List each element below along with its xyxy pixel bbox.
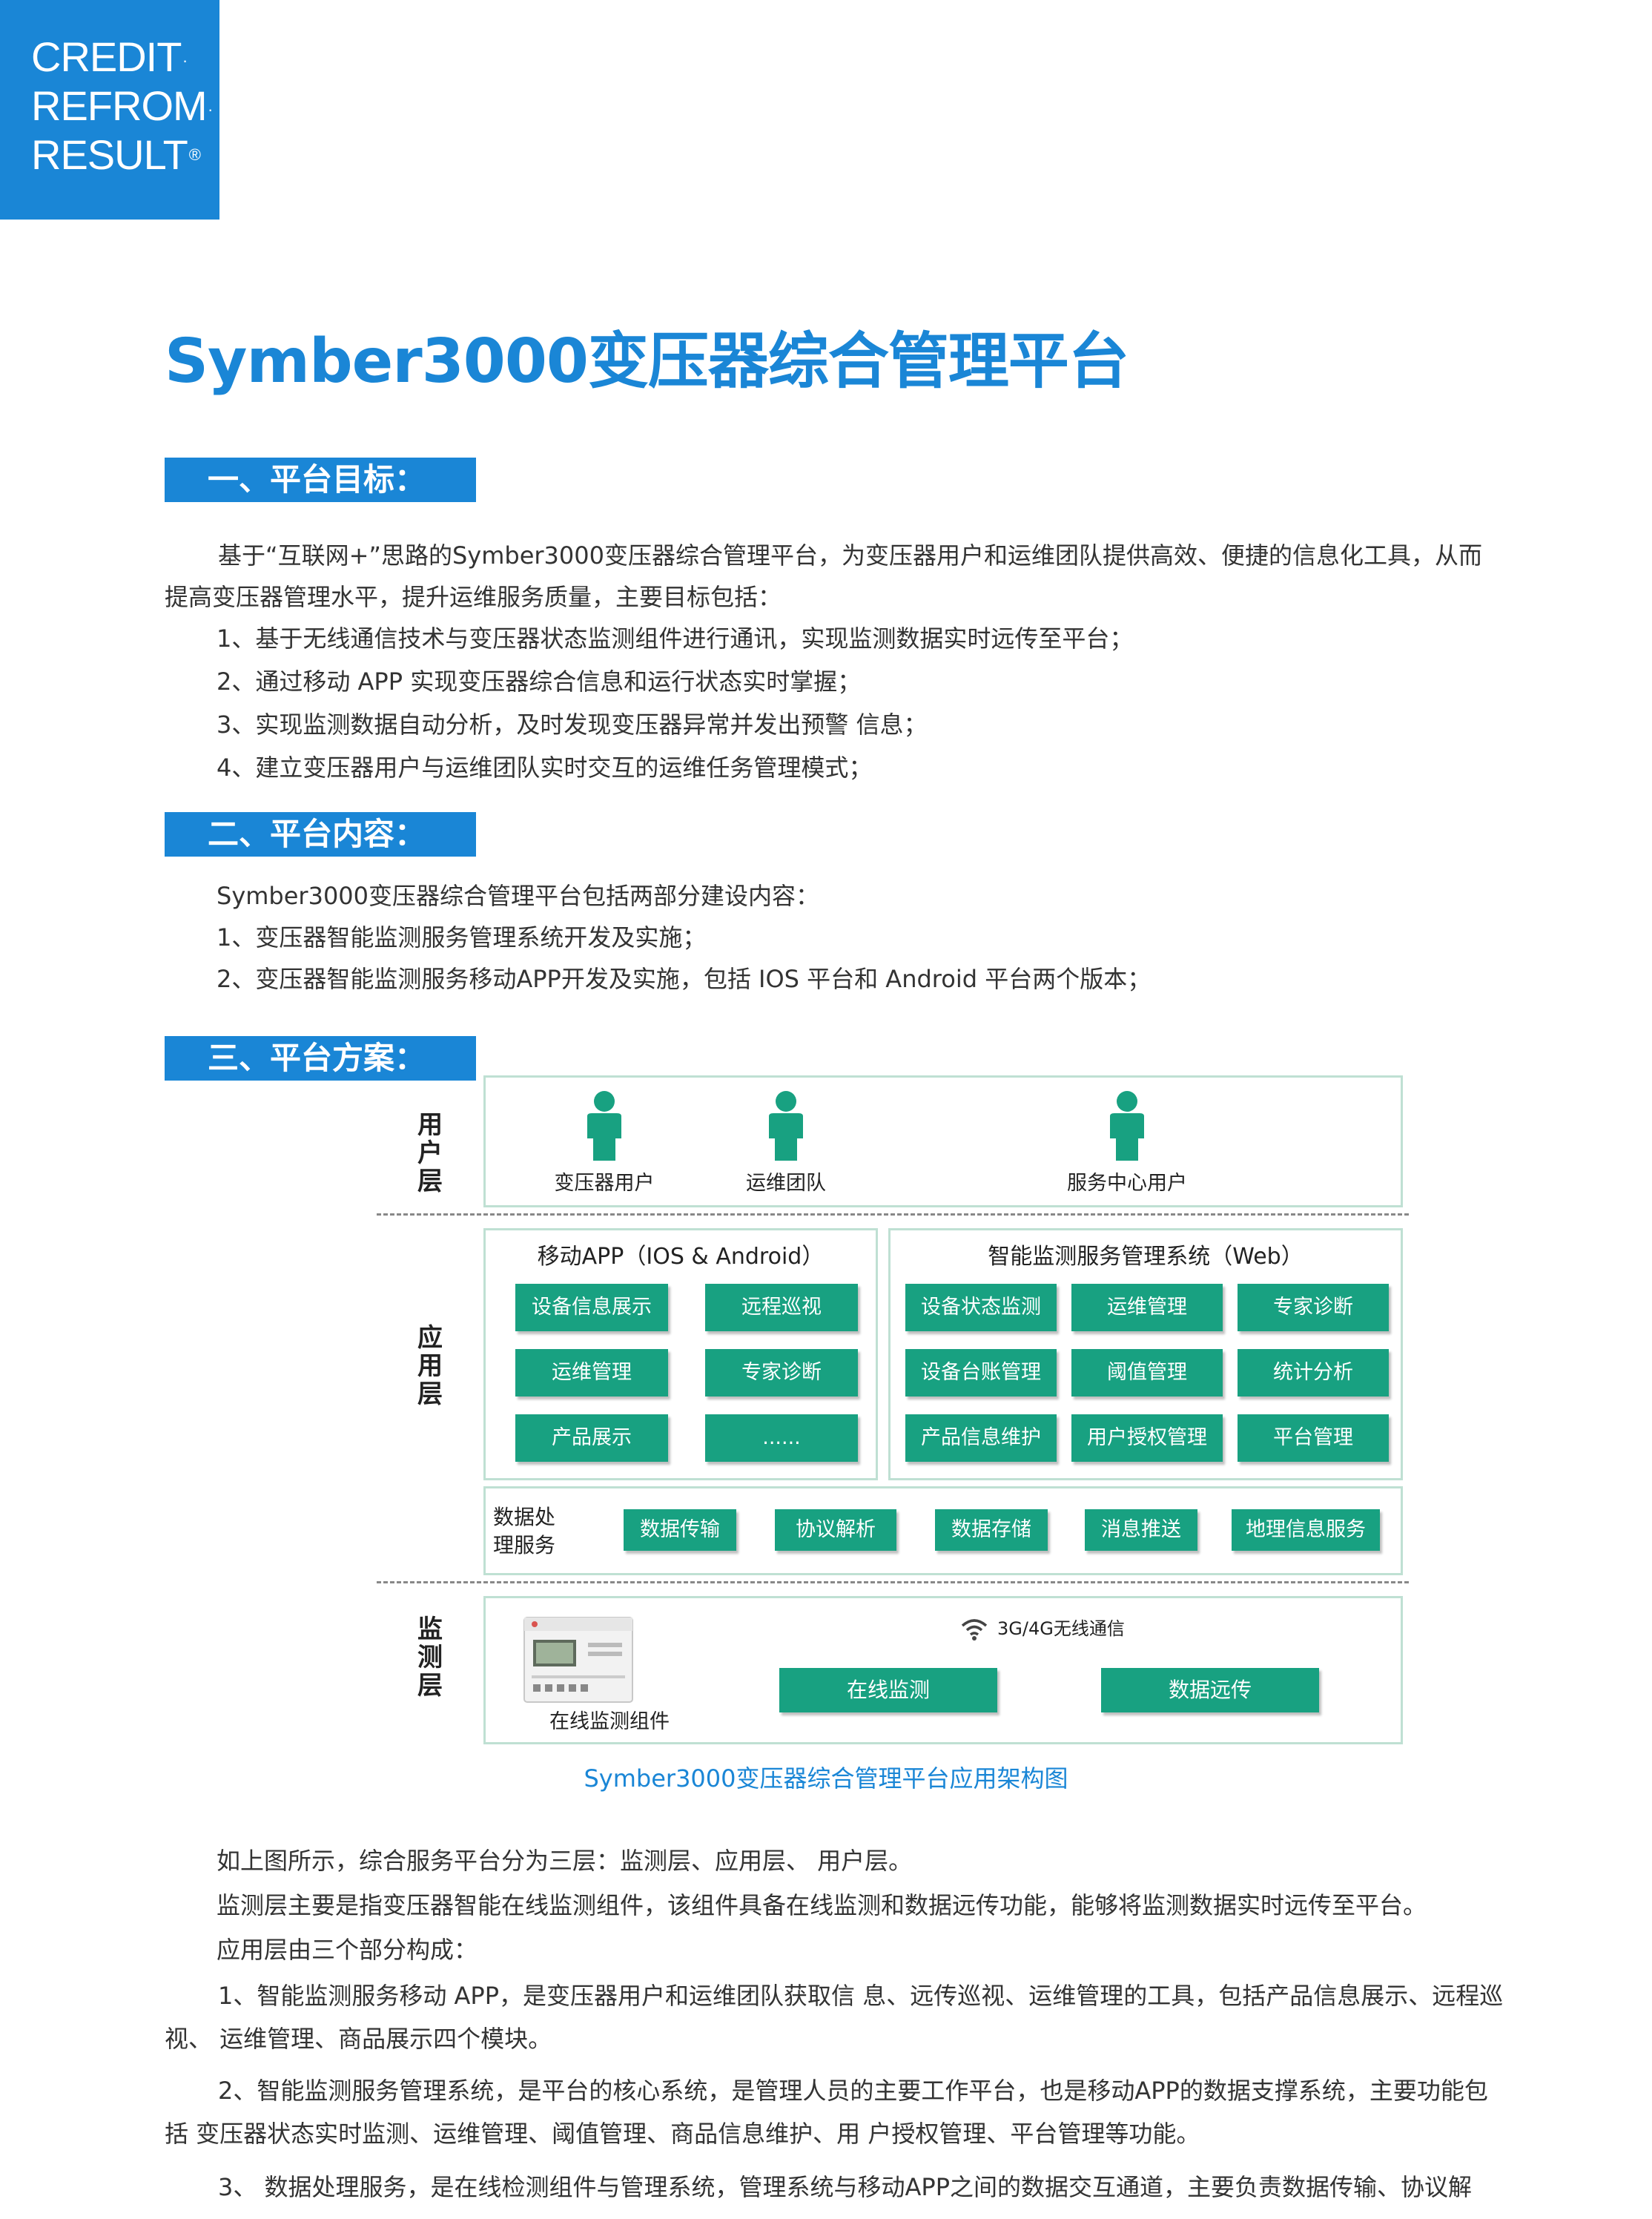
layer-label-user: 用户层 [417,1110,443,1196]
module-product-info: 产品信息维护 [905,1414,1057,1462]
content-line-1: Symber3000变压器综合管理平台包括两部分建设内容： [217,882,820,910]
wireless-label: 3G/4G无线通信 [997,1618,1125,1639]
module-status-monitor: 设备状态监测 [905,1284,1057,1331]
section-heading-content: 二、平台内容： [165,812,476,857]
diagram-caption: Symber3000变压器综合管理平台应用架构图 [584,1764,1068,1793]
goals-intro-line-2: 提高变压器管理水平，提升运维服务质量，主要目标包括： [165,583,782,611]
device-label: 在线监测组件 [549,1710,670,1733]
module-ops-management: 运维管理 [515,1349,668,1397]
module-platform: 平台管理 [1238,1414,1389,1462]
data-service-label: 数据处理服务 [493,1505,556,1557]
body-paragraph-6-line-1: 3、 数据处理服务，是在线检测组件与管理系统，管理系统与移动APP之间的数据交互… [218,2173,1473,2201]
layer-divider [377,1581,1409,1583]
brand-logo: CREDIT. REFROM. RESULT® [0,0,219,220]
person-icon [587,1091,621,1161]
service-transfer: 数据传输 [624,1509,736,1551]
goal-item-3: 3、实现监测数据自动分析，及时发现变压器异常并发出预警 信息； [217,710,928,739]
layer-label-app: 应用层 [417,1323,443,1409]
data-service-panel: 数据处理服务 数据传输 协议解析 数据存储 消息推送 地理信息服务 [483,1486,1403,1575]
module-user-auth: 用户授权管理 [1071,1414,1223,1462]
module-product-display: 产品展示 [515,1414,668,1462]
service-gis: 地理信息服务 [1232,1509,1380,1551]
content-line-2: 1、变压器智能监测服务管理系统开发及实施； [217,923,707,952]
logo-line-credit: CREDIT. [31,33,188,80]
content-line-3: 2、变压器智能监测服务移动APP开发及实施，包括 IOS 平台和 Android… [217,965,1152,993]
web-system-title: 智能监测服务管理系统（Web） [988,1244,1304,1270]
module-device-info: 设备信息展示 [515,1284,668,1331]
person-icon [769,1091,803,1161]
goal-item-4: 4、建立变压器用户与运维团队实时交互的运维任务管理模式； [217,754,873,782]
module-ledger: 设备台账管理 [905,1349,1057,1397]
monitor-online: 在线监测 [779,1668,997,1712]
module-more: ...... [705,1414,858,1462]
user-ops-team: 运维团队 [712,1089,860,1196]
goal-item-2: 2、通过移动 APP 实现变压器综合信息和运行状态实时掌握； [217,667,862,696]
mobile-app-title: 移动APP（IOS & Android） [537,1244,825,1270]
section-heading-goals: 一、平台目标： [165,458,476,502]
module-statistics: 统计分析 [1238,1349,1389,1397]
goal-item-1: 1、基于无线通信技术与变压器状态监测组件进行通讯，实现监测数据实时远传至平台； [217,624,1134,653]
section-heading-solution: 三、平台方案： [165,1036,476,1081]
user-service-center: 服务中心用户 [1038,1089,1216,1196]
body-paragraph-5-line-2: 括 变压器状态实时监测、运维管理、阈值管理、商品信息维护、用 户授权管理、平台管… [165,2120,1200,2148]
person-icon [1110,1091,1144,1161]
body-paragraph-4-line-2: 视、 运维管理、商品展示四个模块。 [165,2025,552,2053]
module-remote-patrol: 远程巡视 [705,1284,858,1331]
body-paragraph-4-line-1: 1、智能监测服务移动 APP，是变压器用户和运维团队获取信 息、远传巡视、运维管… [218,1982,1504,2010]
module-web-expert-diagnosis: 专家诊断 [1238,1284,1389,1331]
wifi-icon [961,1619,988,1641]
monitor-layer-panel: 在线监测组件 3G/4G无线通信 在线监测 数据远传 [483,1596,1403,1744]
logo-line-result: RESULT® [31,131,201,178]
service-storage: 数据存储 [935,1509,1048,1551]
user-layer-panel: 变压器用户 运维团队 服务中心用户 [483,1075,1403,1207]
layer-divider [377,1213,1409,1216]
service-push: 消息推送 [1085,1509,1197,1551]
body-paragraph-5-line-1: 2、智能监测服务管理系统，是平台的核心系统，是管理人员的主要工作平台，也是移动A… [218,2077,1488,2105]
service-protocol: 协议解析 [775,1509,896,1551]
page-title: Symber3000变压器综合管理平台 [165,326,1129,397]
module-web-ops-management: 运维管理 [1071,1284,1223,1331]
layer-label-monitor: 监测层 [417,1615,443,1701]
web-system-panel: 智能监测服务管理系统（Web） 设备状态监测 运维管理 专家诊断 设备台账管理 … [888,1228,1403,1480]
mobile-app-panel: 移动APP（IOS & Android） 设备信息展示 远程巡视 运维管理 专家… [483,1228,878,1480]
architecture-diagram: 用户层 应用层 监测层 变压器用户 运维团队 服务中心用户 移动APP（IOS … [371,1068,1416,1750]
body-paragraph-2: 监测层主要是指变压器智能在线监测组件，该组件具备在线监测和数据远传功能，能够将监… [217,1891,1427,1919]
logo-line-refrom: REFROM. [31,82,213,129]
user-transformer-owner: 变压器用户 [530,1089,678,1196]
body-paragraph-3: 应用层由三个部分构成： [217,1936,478,1964]
monitor-remote-transfer: 数据远传 [1101,1668,1319,1712]
module-expert-diagnosis: 专家诊断 [705,1349,858,1397]
body-paragraph-1: 如上图所示，综合服务平台分为三层：监测层、应用层、 用户层。 [217,1847,913,1875]
monitor-device-icon [523,1617,633,1703]
module-threshold: 阈值管理 [1071,1349,1223,1397]
goals-intro-line-1: 基于“互联网+”思路的Symber3000变压器综合管理平台，为变压器用户和运维… [218,541,1482,570]
